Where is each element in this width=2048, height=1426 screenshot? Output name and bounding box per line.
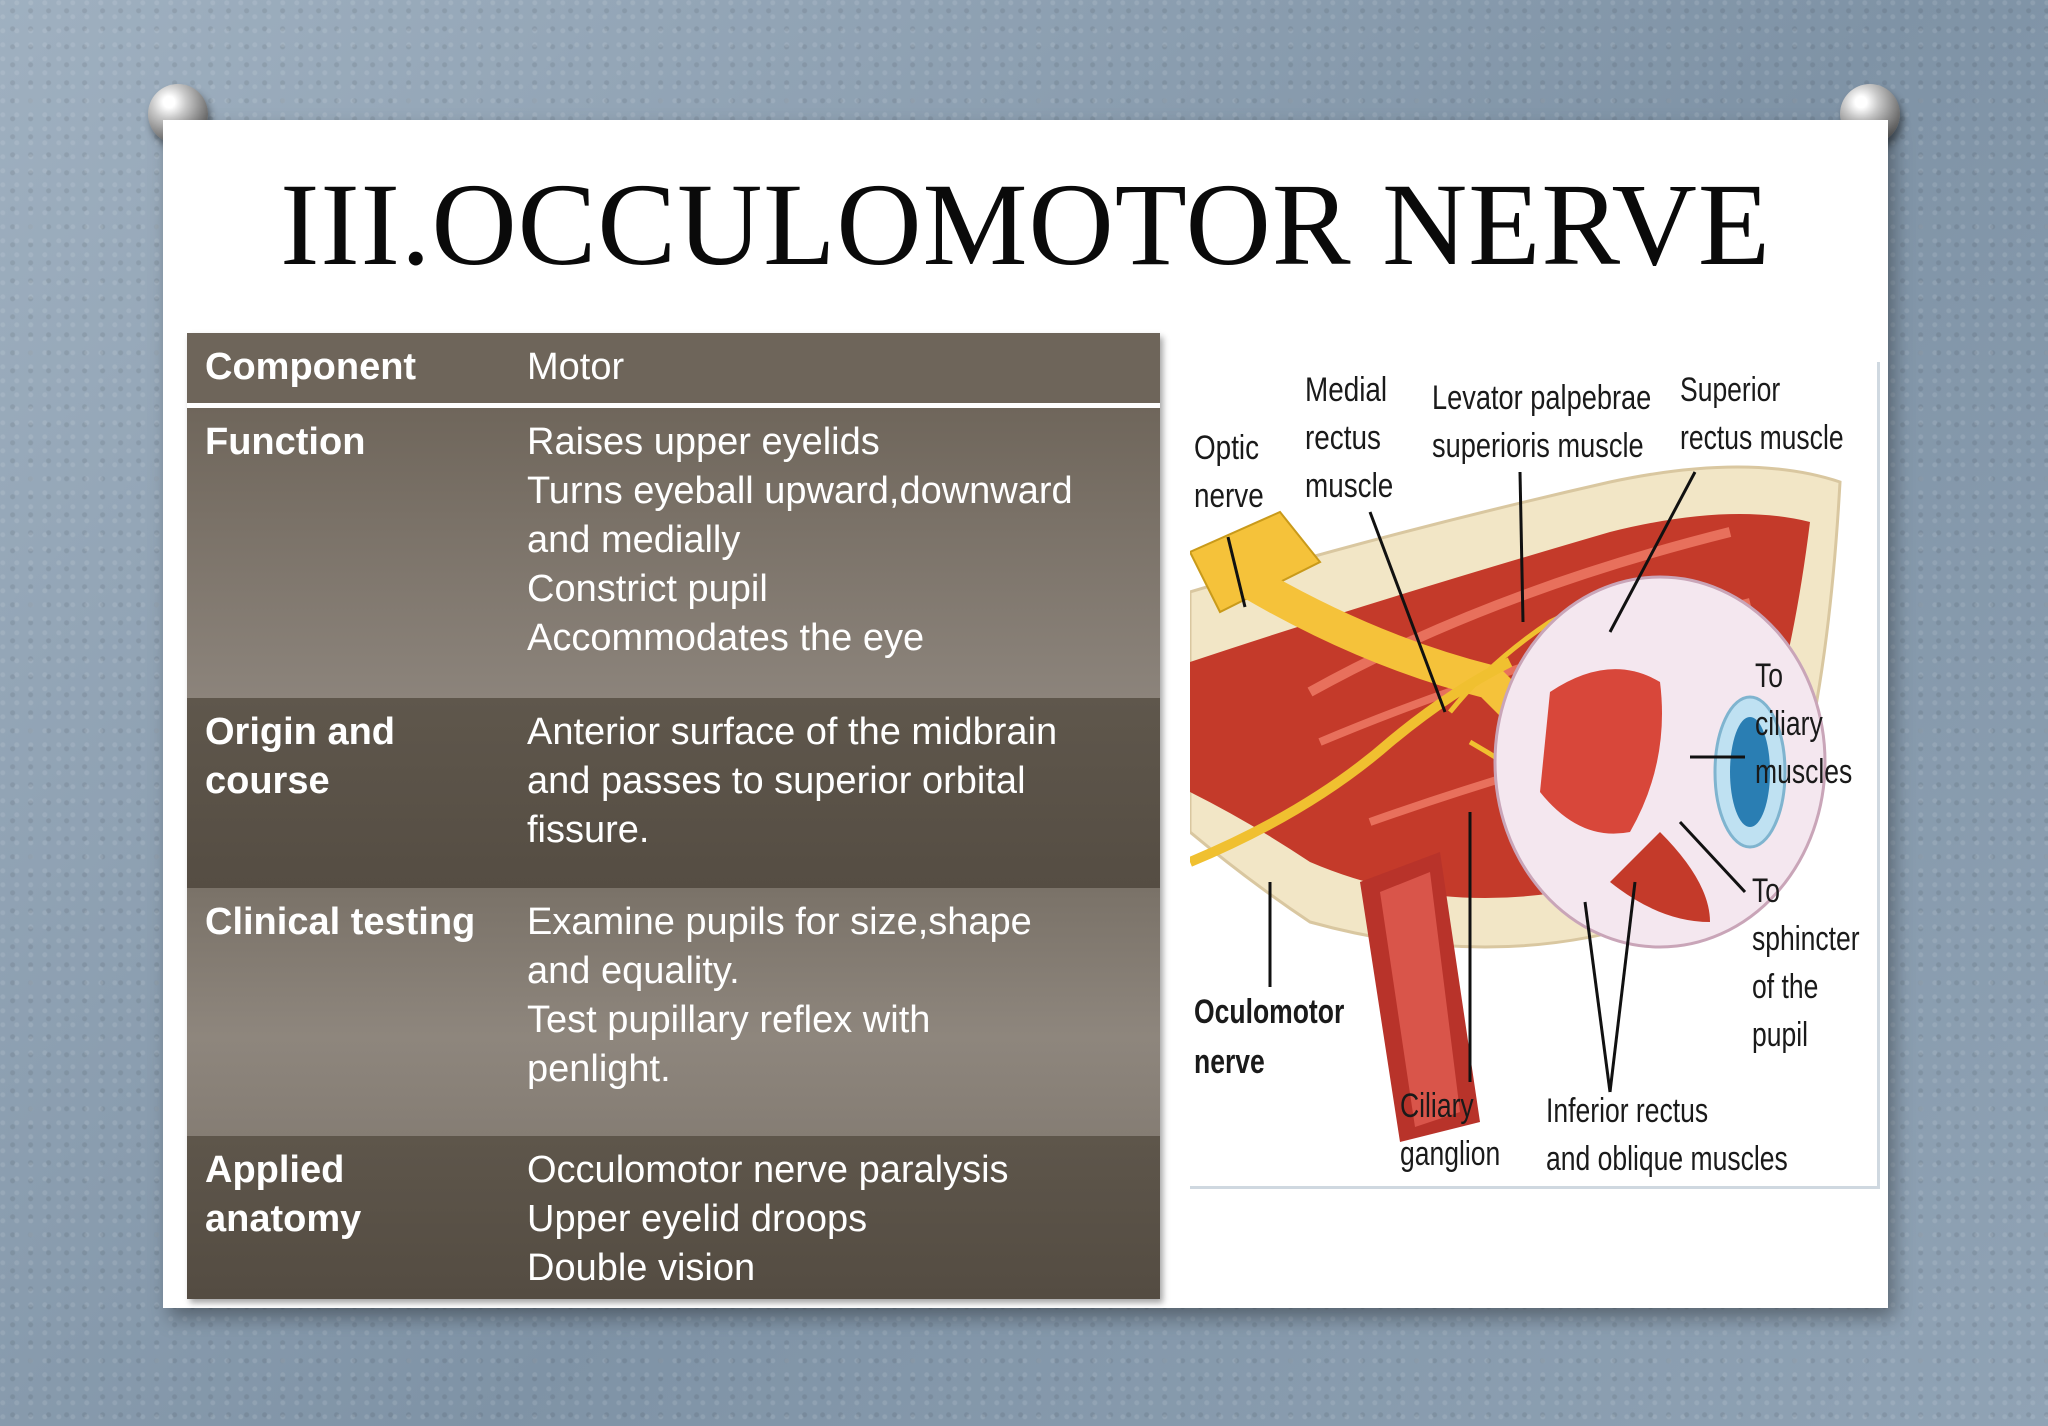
- slide-title: III.OCCULOMOTOR NERVE: [280, 159, 1771, 290]
- row-key: Function: [205, 421, 366, 463]
- row-value: Motor: [527, 346, 625, 388]
- table-row-applied: Applied anatomy Occulomotor nerve paraly…: [187, 1136, 1160, 1299]
- eye-anatomy-illustration: [1190, 465, 1842, 1142]
- table-row-component: Component Motor: [187, 333, 1160, 408]
- row-key: Applied anatomy: [205, 1149, 362, 1240]
- row-key: Component: [205, 346, 417, 388]
- row-key: Origin and course: [205, 711, 395, 802]
- row-value: Raises upper eyelids Turns eyeball upwar…: [527, 421, 1073, 659]
- info-table: Component Motor Function Raises upper ey…: [187, 333, 1160, 1299]
- row-key: Clinical testing: [205, 901, 476, 943]
- row-value: Anterior surface of the midbrain and pas…: [527, 711, 1058, 851]
- row-value: Examine pupils for size,shape and equali…: [527, 901, 1032, 1090]
- row-value: Occulomotor nerve paralysis Upper eyelid…: [527, 1149, 1009, 1289]
- table-row-origin: Origin and course Anterior surface of th…: [187, 698, 1160, 888]
- table-row-clinical: Clinical testing Examine pupils for size…: [187, 888, 1160, 1136]
